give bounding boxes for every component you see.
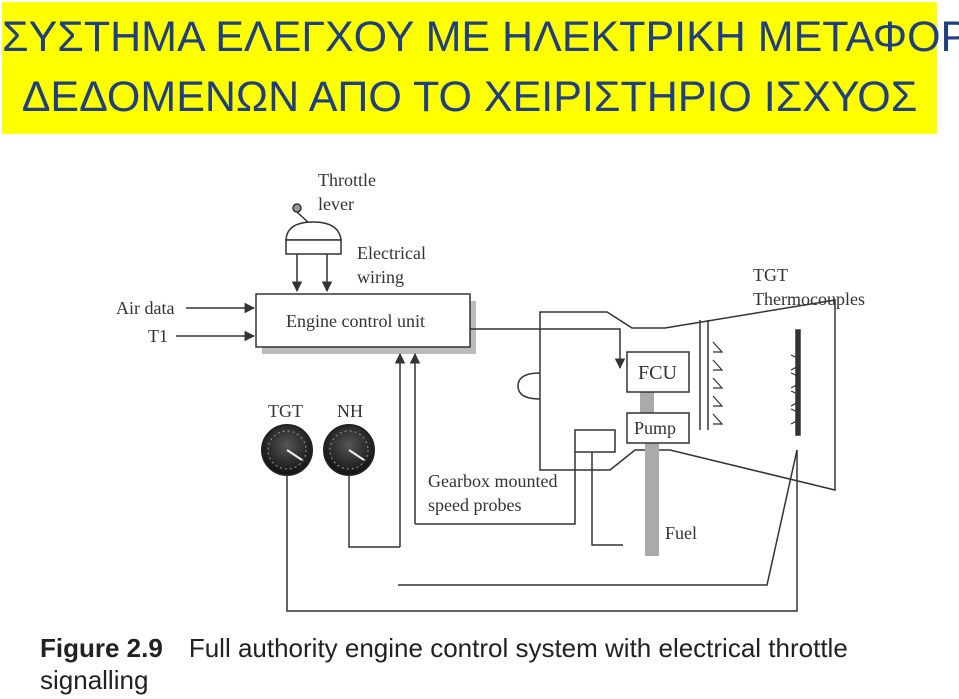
figure-caption: Figure 2.9 Full authority engine control … (40, 632, 955, 696)
fcu-label: FCU (638, 362, 677, 384)
ecu-label: Engine control unit (286, 311, 425, 331)
fuel-label: Fuel (665, 523, 697, 543)
tgt-gauge-label: TGT (268, 401, 303, 421)
probes-label-1: Gearbox mounted (428, 471, 557, 491)
fuel-nozzles (712, 341, 724, 425)
fcu-box (626, 351, 690, 393)
gas-turbine-engine (517, 299, 836, 491)
pump-box (626, 412, 690, 444)
throttle-label-2: lever (318, 194, 354, 214)
title-line-2: ΔΕΔΟΜΕΝΩΝ ΑΠΟ ΤΟ ΧΕΙΡΙΣΤΗΡΙΟ ΙΣΧΥΟΣ (21, 73, 918, 121)
thermo-label-1: TGT (753, 265, 788, 285)
title-line-1: ΣΥΣΤΗΜΑ ΕΛΕΓΧΟΥ ΜΕ ΗΛΕΚΤΡΙΚΗ ΜΕΤΑΦΟΡΑ (2, 13, 959, 61)
thermo-label-2: Thermocouples (753, 289, 865, 309)
probes-label-2: speed probes (428, 495, 521, 515)
speed-probe-box (574, 429, 616, 453)
wiring-label-1: Electrical (357, 243, 426, 263)
signal-wiring (286, 328, 798, 612)
nh-gauge-label: NH (337, 401, 363, 421)
caption-text-line2: signalling (40, 665, 149, 695)
figure-number: Figure 2.9 (40, 633, 163, 663)
tgt-thermocouples (790, 354, 801, 425)
pump-label: Pump (634, 418, 676, 438)
wiring-label-2: wiring (357, 267, 404, 287)
engine-control-unit (255, 293, 476, 354)
title-banner: ΣΥΣΤΗΜΑ ΕΛΕΓΧΟΥ ΜΕ ΗΛΕΚΤΡΙΚΗ ΜΕΤΑΦΟΡΑ ΔΕ… (2, 2, 959, 134)
throttle-label-1: Throttle (318, 170, 376, 190)
fuel-line (645, 440, 659, 556)
throttle-lever (285, 203, 342, 293)
nh-gauge (323, 424, 375, 476)
air-data-label: Air data (116, 298, 174, 318)
t1-label: T1 (148, 326, 168, 346)
tgt-gauge (261, 424, 313, 476)
caption-text-line1: Full authority engine control system wit… (188, 633, 848, 663)
